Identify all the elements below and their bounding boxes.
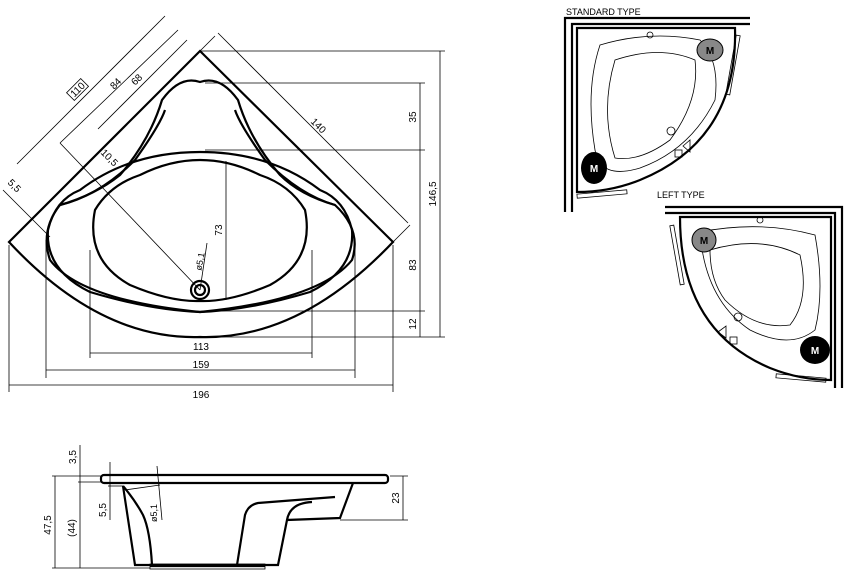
top-view: 196 159 113 146,5 35 83 12 73 140 110 84… [2,15,445,401]
dim-10-5: 10,5 [98,147,120,169]
dim-35: 35 [408,111,419,123]
standard-jet-icon [646,31,654,39]
left-drain-icon [733,312,743,322]
dim-84: 84 [108,76,124,92]
left-jet-icon [756,216,764,224]
standard-tub-inner [590,35,717,172]
drain-outer-icon [189,279,211,301]
dim-73: 73 [214,224,225,236]
tub-inner-rim [46,150,354,314]
standard-motor-headrest-icon [696,38,724,62]
standard-control-icon [674,149,683,158]
left-type-label: LEFT TYPE [657,190,705,200]
left-handle-2 [775,373,827,383]
side-inner [122,485,336,568]
side-dim-3-5: 3,5 [68,450,79,464]
dim-83: 83 [408,259,419,271]
dim-drain: ø5,1 [194,252,207,271]
standard-type-label: STANDARD TYPE [566,7,641,17]
standard-wall [563,16,750,212]
dim-5-5: 5,5 [5,177,23,195]
left-tub-inner [699,226,821,341]
left-control-icon [729,336,738,345]
dim-196: 196 [193,390,210,401]
side-view: 3,5 47,5 (44) 5,5 ø5,1 23 [43,445,408,570]
standard-motor-icon [581,152,607,184]
drain-inner-icon [193,283,207,297]
standard-basin [607,52,697,159]
standard-handle [725,34,741,96]
left-handle [669,224,685,286]
dim-140: 140 [308,116,328,136]
side-rim [99,473,390,485]
side-dim-drain: ø5,1 [149,504,159,522]
side-dimension-lines [52,445,408,569]
dimension-lines [2,15,445,392]
dim-113: 113 [193,342,209,353]
left-type-diagram: LEFT TYPE M M [657,190,844,388]
side-base [149,563,266,570]
side-dim-47-5: 47,5 [43,515,54,535]
side-dim-44: (44) [67,519,78,537]
standard-tub [575,26,737,194]
standard-motor-label: M [706,46,714,57]
left-tub [678,215,833,382]
tub-seat-line-right [233,109,336,207]
left-basin [709,243,804,327]
side-body [121,482,355,567]
tub-seat-line [59,109,167,207]
dim-12: 12 [408,318,419,330]
standard-arrow-icon [682,139,691,153]
left-wall [665,205,844,388]
left-motor-label-2: M [811,346,819,357]
standard-type-diagram: STANDARD TYPE M M [563,7,750,212]
side-dim-23: 23 [391,492,402,504]
side-dim-5-5: 5,5 [98,503,109,517]
dim-146-5: 146,5 [428,181,439,206]
left-motor-icon [800,336,830,364]
left-motor-headrest-icon [691,227,717,253]
dim-110-box: 110 [65,77,90,102]
standard-drain-icon [666,126,676,136]
left-motor-label: M [700,236,708,247]
standard-handle-2 [576,189,628,199]
tub-basin [92,158,308,303]
tub-rim-inner [45,79,356,314]
standard-motor-label-2: M [590,164,598,175]
dim-159: 159 [193,360,210,371]
left-arrow-icon [717,325,727,339]
